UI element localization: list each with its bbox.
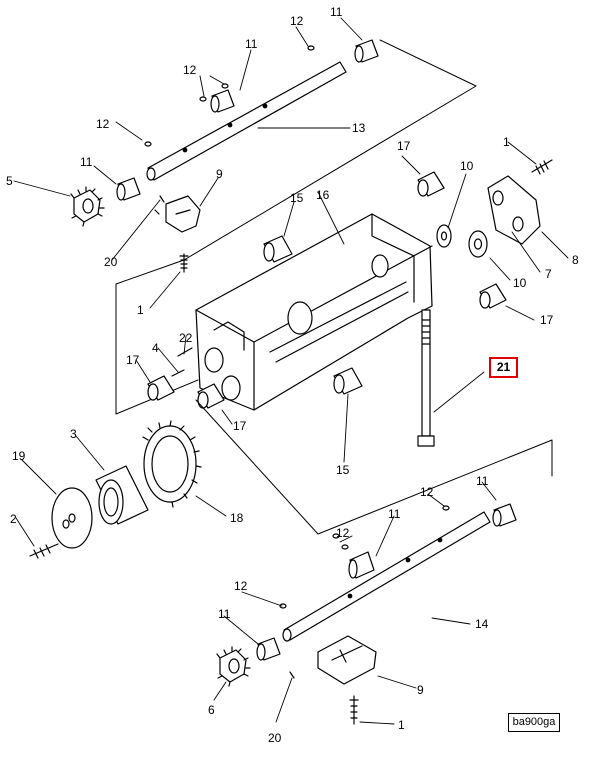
callout-1: 1 bbox=[137, 303, 144, 317]
callout-11: 11 bbox=[80, 155, 93, 169]
callout-labels: 12 11 11 12 12 13 11 5 9 20 16 15 17 10 … bbox=[6, 5, 579, 745]
needle-bearing-17-left bbox=[147, 375, 175, 401]
sleeve-bearing-11-d bbox=[348, 551, 375, 579]
callout-17: 17 bbox=[540, 313, 554, 327]
callout-22: 22 bbox=[179, 331, 193, 345]
callout-12: 12 bbox=[234, 579, 248, 593]
needle-bearing-17-right bbox=[479, 283, 507, 309]
callout-3: 3 bbox=[70, 427, 77, 441]
clamp-bolt-1-bottom bbox=[349, 695, 359, 725]
lower-shaft-14 bbox=[282, 511, 491, 642]
callout-16: 16 bbox=[316, 188, 330, 202]
callout-20: 20 bbox=[268, 731, 282, 745]
callout-21: 21 bbox=[496, 360, 511, 374]
pin-20-top bbox=[154, 195, 165, 215]
needle-bearing-15-bottom bbox=[333, 367, 363, 395]
callout-18: 18 bbox=[230, 511, 244, 525]
callout-20: 20 bbox=[104, 255, 118, 269]
callout-10: 10 bbox=[460, 159, 474, 173]
pin-4 bbox=[171, 369, 185, 377]
pins-12-top bbox=[144, 45, 315, 147]
callout-9: 9 bbox=[216, 167, 223, 181]
thrust-washer-10-b bbox=[468, 230, 488, 258]
leader-lines bbox=[13, 17, 569, 725]
callout-1: 1 bbox=[503, 135, 510, 149]
callout-12: 12 bbox=[290, 14, 304, 28]
sleeve-bearing-11-top bbox=[354, 39, 379, 63]
callout-8: 8 bbox=[572, 253, 579, 267]
callout-15: 15 bbox=[336, 463, 350, 477]
pin-20-bottom bbox=[289, 671, 295, 679]
callout-14: 14 bbox=[475, 617, 489, 631]
callout-5: 5 bbox=[6, 174, 13, 188]
callout-11: 11 bbox=[218, 607, 231, 621]
callout-11: 11 bbox=[476, 474, 489, 488]
callout-19: 19 bbox=[12, 449, 26, 463]
sleeve-bearing-11-a bbox=[210, 89, 235, 113]
callout-11: 11 bbox=[388, 507, 401, 521]
pins-12-bottom bbox=[279, 505, 450, 609]
cover-plate-19 bbox=[51, 487, 93, 549]
pin-22 bbox=[177, 347, 193, 357]
sleeve-bearing-11-e bbox=[256, 637, 281, 661]
gear-5 bbox=[70, 186, 105, 227]
bolt-1-right bbox=[531, 159, 553, 175]
callout-17: 17 bbox=[397, 139, 411, 153]
bolt-2 bbox=[29, 543, 59, 559]
needle-bearing-17-mid bbox=[197, 383, 225, 409]
callout-13: 13 bbox=[352, 121, 366, 135]
bottom-panel-outline bbox=[195, 399, 553, 535]
callout-1: 1 bbox=[398, 718, 405, 732]
callout-11: 11 bbox=[245, 37, 258, 51]
callout-15: 15 bbox=[290, 191, 304, 205]
housing-frame-16 bbox=[195, 213, 433, 411]
reference-code-label: ba900ga bbox=[508, 713, 560, 732]
sleeve-bearing-11-c bbox=[492, 503, 517, 527]
roller-bearing-3 bbox=[95, 465, 149, 525]
upper-shaft-13 bbox=[146, 61, 347, 181]
callout-10: 10 bbox=[513, 276, 527, 290]
callout-17: 17 bbox=[126, 353, 140, 367]
callout-2: 2 bbox=[10, 512, 17, 526]
cam-block-9-bottom bbox=[317, 635, 377, 685]
callout-6: 6 bbox=[208, 703, 215, 717]
callout-12: 12 bbox=[420, 485, 434, 499]
callout-12: 12 bbox=[183, 63, 197, 77]
long-rod-21 bbox=[417, 309, 435, 447]
highlighted-callout-box: 21 bbox=[489, 357, 518, 378]
callout-9: 9 bbox=[417, 683, 424, 697]
callout-17: 17 bbox=[233, 419, 247, 433]
top-panel-outline bbox=[115, 39, 477, 415]
callout-7: 7 bbox=[545, 267, 552, 281]
thrust-washer-10-a bbox=[436, 224, 452, 248]
end-cap-8 bbox=[487, 175, 541, 245]
callout-12: 12 bbox=[96, 117, 110, 131]
callout-11: 11 bbox=[330, 5, 343, 19]
cam-block-9-top bbox=[165, 195, 201, 233]
clamp-bolt-1-top bbox=[179, 253, 189, 273]
callout-12: 12 bbox=[336, 526, 350, 540]
callout-4: 4 bbox=[152, 341, 159, 355]
ring-gear-18 bbox=[142, 420, 202, 508]
needle-bearing-15-top bbox=[263, 235, 293, 263]
sleeve-bearing-11-b bbox=[116, 177, 141, 201]
gear-6 bbox=[216, 646, 251, 687]
needle-bearing-17-top bbox=[417, 171, 445, 197]
